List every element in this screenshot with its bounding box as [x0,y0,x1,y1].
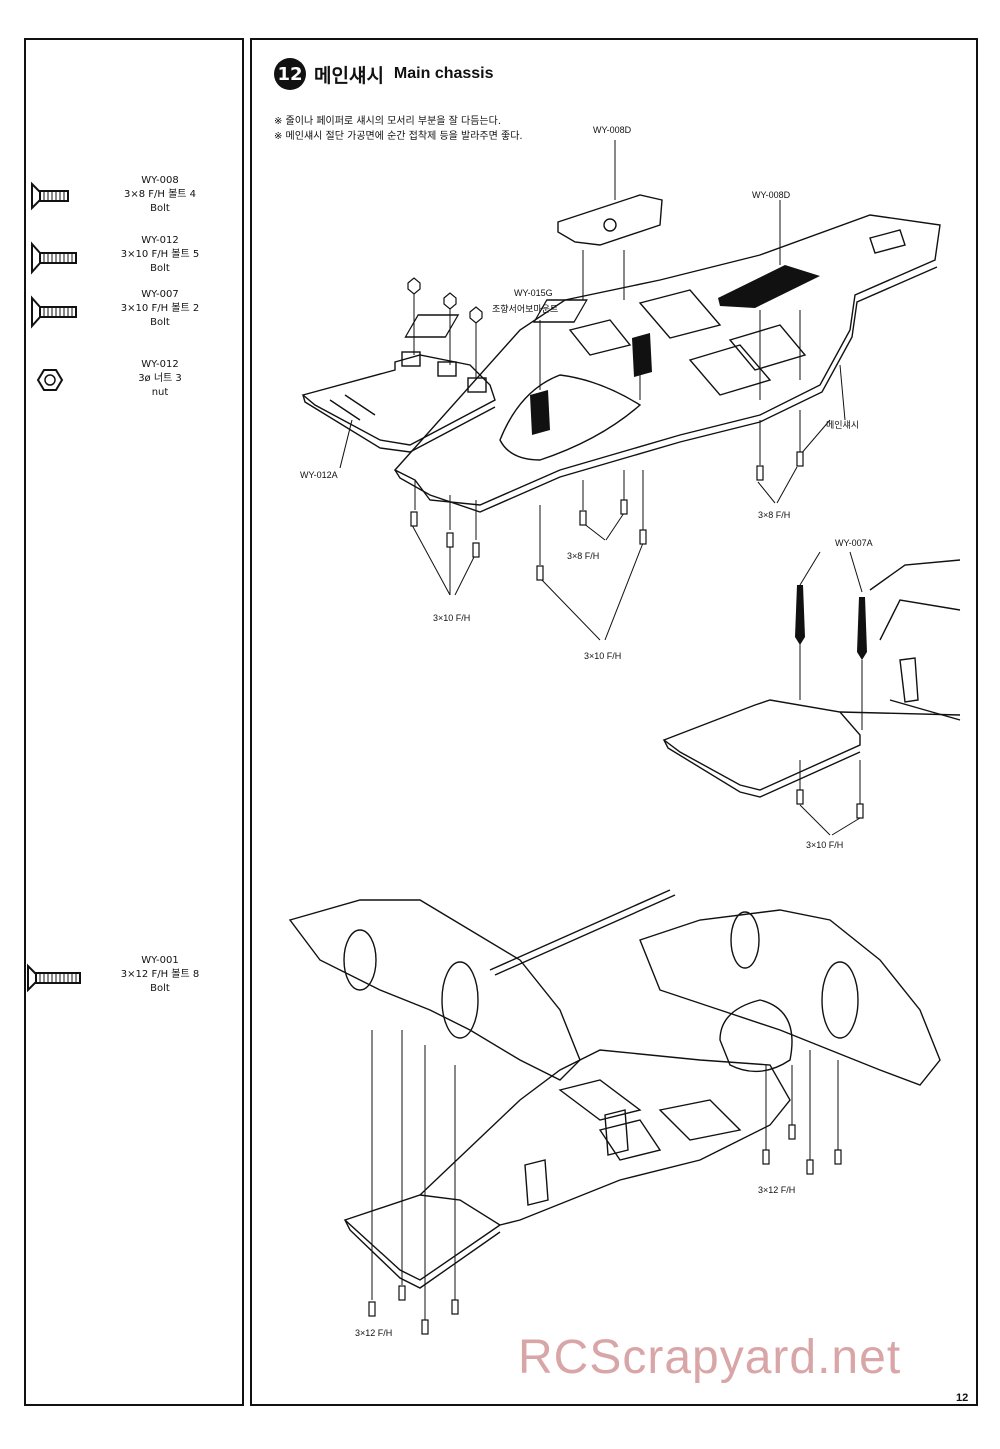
label-wy015g: WY-015G [514,288,553,298]
part-code: WY-012 [141,359,179,370]
part-item-wy008: WY-008 3×8 F/H 볼트 4 Bolt [0,168,220,238]
part-spec: 3×10 F/H 볼트 5 [120,249,200,260]
part-code: WY-008 [141,175,179,186]
hex-nut-icon [36,369,64,391]
part-code: WY-012 [141,235,179,246]
note-line-2: ※ 메인섀시 절단 가공면에 순간 접착제 등을 발라주면 좋다. [274,131,523,142]
flat-head-bolt-icon [31,181,69,211]
label-3x12-right: 3×12 F/H [758,1185,796,1195]
step-number-badge: 12 [274,58,306,90]
part-spec: 3ø 너트 3 [138,373,182,384]
label-wy007a: WY-007A [835,538,873,548]
label-wy008d-right: WY-008D [752,190,791,200]
part-code: WY-001 [141,955,179,966]
parts-list-panel [24,38,244,1406]
part-name: nut [151,387,169,398]
label-3x12-left: 3×12 F/H [355,1328,393,1338]
flat-head-bolt-icon [31,295,77,329]
wy008d-brace-dark [718,265,820,308]
long-screw-left [795,585,805,645]
assembly-panel [250,38,978,1406]
part-code: WY-007 [141,289,179,300]
long-flat-head-bolt-icon [27,963,81,993]
label-main-chassis: 메인섀시 [826,420,860,430]
part-item-wy007: WY-007 3×10 F/H 볼트 2 Bolt [0,284,220,354]
front-skid-plate [301,351,496,453]
page-number: 12 [956,1392,969,1404]
label-3x8-mid: 3×8 F/H [567,551,600,561]
servo-mount-right [632,333,652,377]
label-3x8-right: 3×8 F/H [758,510,791,520]
part-item-wy012-bolt: WY-012 3×10 F/H 볼트 5 Bolt [0,230,220,300]
bolt-and-nut-markers [368,277,864,1335]
label-wy008d-top: WY-008D [593,125,632,135]
long-screw-right [857,597,867,660]
label-3x10-left: 3×10 F/H [433,613,471,623]
full-assembly-drawing [288,889,941,1289]
rear-chassis-detail [662,559,961,798]
label-servo-mount: 조향서어보마운트 [492,304,559,314]
watermark-text: RCScrapyard.net [518,1331,902,1384]
part-item-wy001: WY-001 3×12 F/H 볼트 8 Bolt [0,950,220,1020]
part-spec: 3×10 F/H 볼트 2 [120,303,200,314]
step-heading: 12 메인섀시 Main chassis [274,58,494,90]
flat-head-bolt-icon [31,241,77,275]
assembly-guide-lines [339,140,863,1320]
part-item-wy012-nut: WY-012 3ø 너트 3 nut [0,352,220,422]
part-name: Bolt [150,983,170,994]
dark-parts [530,265,867,660]
label-wy012a: WY-012A [300,470,338,480]
part-name: Bolt [150,263,170,274]
part-spec: 3×8 F/H 볼트 4 [123,189,197,200]
step-title-english: Main chassis [393,65,494,82]
label-3x10-mid: 3×10 F/H [584,651,622,661]
part-name: Bolt [150,203,170,214]
note-line-1: ※ 줄이나 페이퍼로 섀시의 모서리 부분을 잘 다듬는다. [274,116,502,127]
chassis-brace-part [557,194,663,246]
label-3x10-lower: 3×10 F/H [806,840,844,850]
step-title-korean: 메인섀시 [314,64,384,87]
main-chassis-plate [393,214,941,513]
part-spec: 3×12 F/H 볼트 8 [120,969,200,980]
part-name: Bolt [150,317,170,328]
servo-mount-left [530,390,550,435]
